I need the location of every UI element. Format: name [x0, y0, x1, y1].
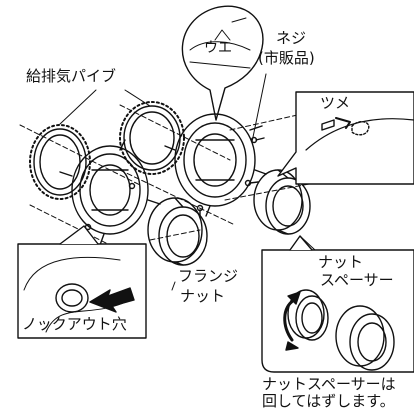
- label-claw: ツメ: [320, 94, 351, 112]
- note-line-2: 回してはずします。: [262, 392, 395, 410]
- knockout-detail-box: [17, 225, 147, 339]
- label-knockout-hole: ノックアウト穴: [22, 315, 127, 333]
- label-flange-nut-1: フランジ: [178, 267, 239, 285]
- label-screw-note: (市販品): [258, 49, 315, 67]
- leader-lines: [59, 73, 316, 291]
- assembly-lines: [19, 104, 331, 261]
- claw-detail-box: [277, 91, 414, 185]
- nut-spacer-detail-box: [261, 235, 414, 373]
- label-nut-spacer-1: ナット: [318, 253, 364, 271]
- adapter-plate-left: [59, 139, 161, 246]
- note-line-1: ナットスペーサーは: [262, 375, 396, 393]
- screws: [84, 136, 265, 231]
- hand-arrow-icon: [89, 287, 135, 313]
- adapter-plate-right: [164, 113, 267, 217]
- label-top-mark: ウエ: [204, 40, 232, 56]
- label-flange-nut-2: ナット: [180, 287, 226, 305]
- rotation-arrow-icon: [283, 291, 301, 351]
- flange-nut: [147, 197, 208, 266]
- top-detail-bubble: [181, 5, 264, 121]
- label-nut-spacer-2: スペーサー: [320, 271, 394, 289]
- label-exhaust-pipe: 給排気パイブ: [26, 67, 117, 85]
- label-screw: ネジ: [276, 29, 307, 47]
